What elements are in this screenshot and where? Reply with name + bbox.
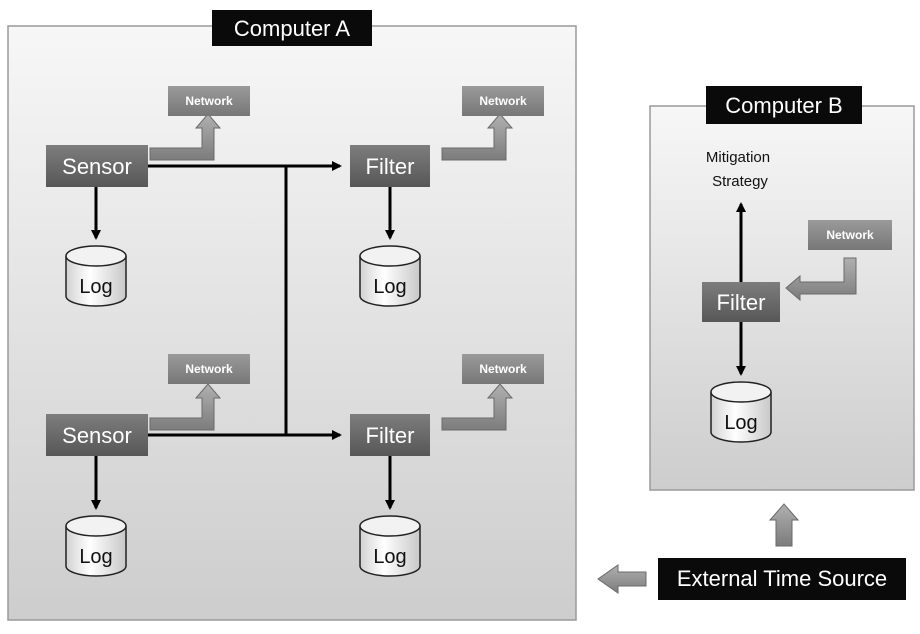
block-arrow-icon [597,564,647,594]
time-source-box [658,558,906,600]
log-label: Log [79,276,112,298]
bent-arrow-icon [149,383,222,431]
network-label: Network [185,94,233,108]
log-cylinder-3: Log [65,515,127,577]
filter-box-1: Filter [350,145,430,187]
computer-a-title: Computer A [234,16,350,41]
network-label: Network [479,94,527,108]
filter-box-b: Filter [702,282,780,322]
mitigation-line-2: Strategy [712,173,768,190]
computer-b-panel [649,105,915,491]
network-label: Network [185,362,233,376]
computer-b-title-box [706,86,862,124]
network-box-3: Network [168,354,250,384]
log-label: Log [373,276,406,298]
time-source-label: External Time Source [677,566,887,591]
network-box-1: Network [168,86,250,116]
network-label: Network [479,362,527,376]
log-label: Log [373,546,406,568]
log-label: Log [724,412,757,434]
network-arrows [149,113,857,431]
network-box-2: Network [462,86,544,116]
log-cylinder-4: Log [359,515,421,577]
filter-label: Filter [366,423,415,448]
network-box-b: Network [808,220,892,250]
block-arrow-icon [768,503,800,547]
bent-arrow-icon [785,257,857,302]
filter-box-2: Filter [350,414,430,456]
sensor-box-2: Sensor [46,414,148,456]
computer-b-title: Computer B [725,93,842,118]
bent-arrow-icon [441,113,514,161]
network-label: Network [826,228,874,242]
bent-arrow-icon [149,113,222,161]
connections [91,161,746,510]
sensor-label: Sensor [62,423,132,448]
network-box-4: Network [462,354,544,384]
log-label: Log [79,546,112,568]
mitigation-line-1: Mitigation [706,149,770,166]
filter-label: Filter [366,154,415,179]
log-cylinder-b: Log [710,381,772,443]
bent-arrow-icon [441,383,514,431]
log-cylinder-2: Log [359,245,421,307]
sensor-box-1: Sensor [46,145,148,187]
sensor-label: Sensor [62,154,132,179]
computer-a-title-box [212,10,372,46]
filter-label: Filter [717,290,766,315]
log-cylinder-1: Log [65,245,127,307]
